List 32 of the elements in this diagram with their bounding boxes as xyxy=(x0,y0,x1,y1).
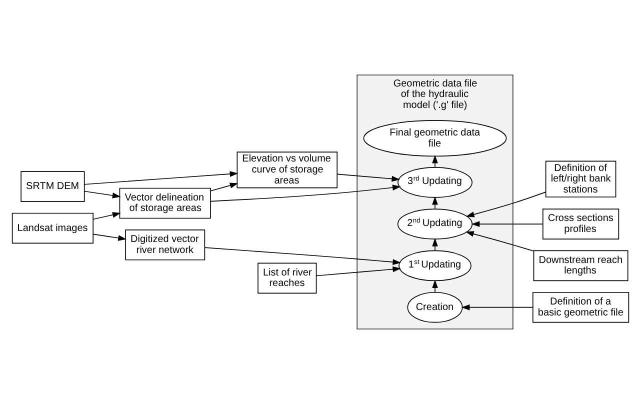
arrow xyxy=(204,247,402,265)
node-box: List of river reaches xyxy=(258,262,317,294)
node-ellipse: 2$^{nd}$ Updating xyxy=(397,208,473,240)
arrow xyxy=(471,221,544,227)
node-ellipse: Final geometric data file xyxy=(363,120,507,157)
node-ellipse: 1$^{st}$ Updating xyxy=(398,250,472,282)
node-box: Definition of a basic geometric file xyxy=(532,292,630,323)
node-ellipse: Creation xyxy=(407,292,463,323)
arrow xyxy=(432,238,438,251)
node-box: Downstream reach lengths xyxy=(533,250,628,282)
node-box: Landsat images xyxy=(12,212,94,244)
arrow xyxy=(84,171,238,185)
arrow xyxy=(432,154,438,168)
arrow xyxy=(316,266,402,276)
node-box: Cross sections profiles xyxy=(542,208,620,240)
arrow xyxy=(92,212,121,220)
node-box: Digitized vector river network xyxy=(125,229,206,260)
arrow xyxy=(466,192,546,218)
arrow xyxy=(84,190,121,198)
node-box: Vector delineation of storage areas xyxy=(119,188,211,219)
arrow xyxy=(461,304,534,310)
arrow xyxy=(210,182,238,192)
arrow xyxy=(210,184,401,202)
arrow xyxy=(465,231,534,252)
node-ellipse: 3$^{rd}$ Updating xyxy=(398,167,472,198)
node-box: Definition of left/right bank stations xyxy=(545,160,616,198)
arrow xyxy=(92,234,127,241)
node-box: SRTM DEM xyxy=(20,171,85,202)
arrow xyxy=(432,280,438,292)
arrow xyxy=(337,174,400,182)
node-box: Elevation vs volume curve of storage areas xyxy=(236,152,338,188)
arrow xyxy=(432,196,438,210)
